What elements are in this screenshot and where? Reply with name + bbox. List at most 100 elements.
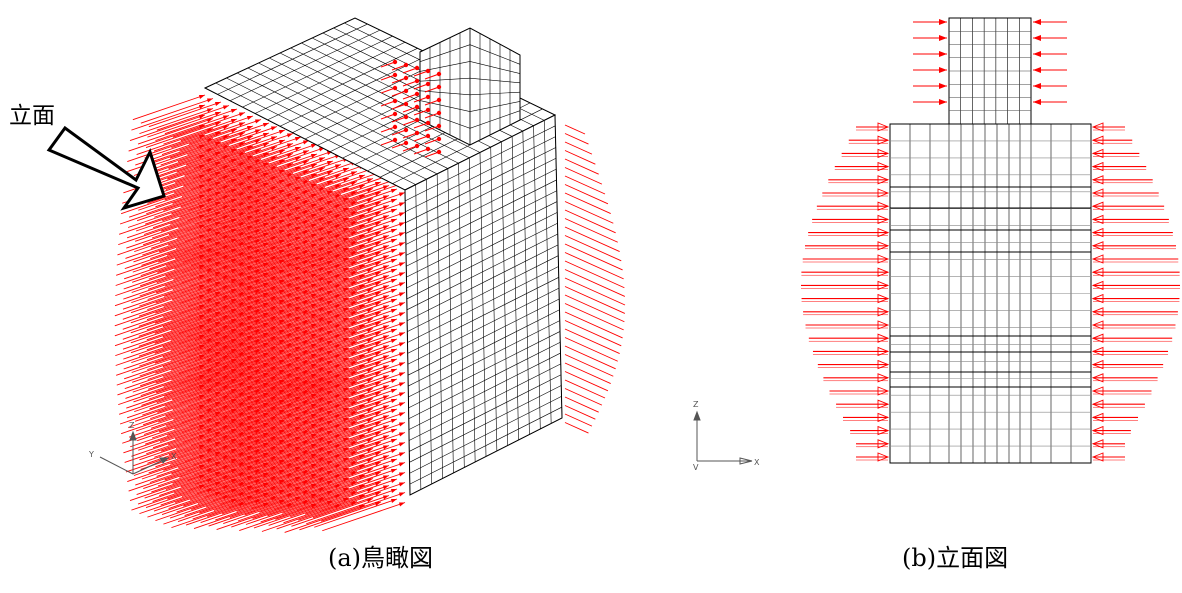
load-arrow xyxy=(155,438,238,468)
load-arrowhead xyxy=(263,313,269,317)
load-arrowhead xyxy=(391,499,397,503)
load-arrowhead xyxy=(247,426,253,430)
load-arrowhead xyxy=(351,251,357,256)
load-arrow xyxy=(123,258,214,290)
load-arrow xyxy=(175,155,254,183)
load-arrow xyxy=(144,471,222,499)
load-arrow xyxy=(324,178,398,205)
load-arrowhead xyxy=(375,312,381,316)
load-arrowhead xyxy=(359,335,365,339)
load-arrowhead xyxy=(303,320,309,325)
load-arrowhead xyxy=(399,492,405,497)
load-arrowhead xyxy=(414,78,420,84)
load-arrow xyxy=(144,131,222,159)
load-arrowhead xyxy=(319,377,325,382)
load-arrowhead xyxy=(375,422,381,426)
load-arrowhead xyxy=(343,238,349,242)
load-arrow xyxy=(235,150,310,177)
load-arrowhead xyxy=(391,199,397,203)
load-arrowhead xyxy=(335,324,341,329)
load-arrowhead xyxy=(391,479,397,483)
load-arrowhead xyxy=(207,228,213,233)
load-arrowhead xyxy=(279,130,285,134)
load-arrowhead xyxy=(271,496,277,501)
load-arrow xyxy=(142,215,230,246)
load-arrow xyxy=(380,139,396,146)
load-arrowhead xyxy=(215,452,221,456)
load-arrowhead xyxy=(351,291,357,296)
load-arrow xyxy=(159,412,246,442)
load-arrowhead xyxy=(319,467,325,472)
load-arrow xyxy=(564,124,586,135)
load-arrowhead xyxy=(231,119,237,123)
load-arrowhead xyxy=(207,338,213,343)
load-arrowhead xyxy=(215,492,221,496)
load-arrowhead xyxy=(877,307,890,317)
load-arrowhead xyxy=(239,402,245,407)
load-arrowhead xyxy=(199,235,205,239)
load-arrowhead xyxy=(359,415,365,419)
load-arrow xyxy=(124,348,214,380)
load-arrowhead xyxy=(343,458,349,462)
load-arrowhead xyxy=(295,167,301,171)
load-arrowhead xyxy=(391,419,397,423)
load-arrowhead xyxy=(255,419,261,424)
load-arrow xyxy=(140,255,230,287)
load-arrowhead xyxy=(375,212,381,216)
load-arrowhead xyxy=(223,405,229,410)
load-arrowhead xyxy=(319,267,325,272)
load-arrowhead xyxy=(263,253,269,257)
load-arrowhead xyxy=(351,261,357,266)
load-arrowhead xyxy=(199,225,205,229)
load-arrow xyxy=(119,394,206,425)
load-arrowhead xyxy=(279,290,285,294)
load-arrowhead xyxy=(255,399,261,404)
load-arrowhead xyxy=(399,302,405,307)
load-arrowhead xyxy=(359,235,365,239)
load-arrow xyxy=(564,328,620,354)
load-arrowhead xyxy=(335,364,341,369)
load-arrow xyxy=(155,495,230,522)
load-arrow xyxy=(264,184,342,212)
load-arrowhead xyxy=(425,81,431,87)
load-arrowhead xyxy=(231,209,237,213)
load-arrow xyxy=(151,145,230,173)
load-arrow xyxy=(138,421,222,451)
load-arrowhead xyxy=(247,336,253,340)
load-arrowhead xyxy=(223,195,229,200)
load-arrowhead xyxy=(351,351,357,356)
load-arrowhead xyxy=(271,446,277,451)
load-arrowhead xyxy=(343,398,349,402)
load-arrowhead xyxy=(383,455,389,460)
load-arrowhead xyxy=(287,453,293,458)
load-arrowhead xyxy=(391,399,397,403)
load-arrowhead xyxy=(247,206,253,210)
load-arrowhead xyxy=(271,276,277,281)
load-arrowhead xyxy=(239,242,245,247)
load-arrow xyxy=(564,133,589,145)
load-arrowhead xyxy=(295,277,301,281)
load-arrowhead xyxy=(199,285,205,289)
load-arrowhead xyxy=(877,293,890,304)
load-arrowhead xyxy=(247,406,253,410)
load-arrowhead xyxy=(223,185,229,190)
load-arrowhead xyxy=(279,140,285,144)
load-arrowhead xyxy=(327,181,333,185)
load-arrow xyxy=(129,474,206,502)
load-arrowhead xyxy=(311,334,317,338)
load-arrowhead xyxy=(223,445,229,450)
load-arrow xyxy=(564,362,611,384)
load-arrowhead xyxy=(223,115,229,120)
load-arrow xyxy=(167,415,254,446)
load-arrowhead xyxy=(263,453,269,457)
load-arrowhead xyxy=(877,241,890,251)
load-arrowhead xyxy=(199,295,205,299)
load-arrow xyxy=(165,462,246,490)
load-arrowhead xyxy=(383,265,389,270)
load-arrowhead xyxy=(335,344,341,349)
load-arrowhead xyxy=(247,356,253,360)
load-arrowhead xyxy=(311,444,317,448)
load-arrowhead xyxy=(223,375,229,380)
load-arrow xyxy=(132,241,222,273)
load-arrowhead xyxy=(367,378,373,383)
